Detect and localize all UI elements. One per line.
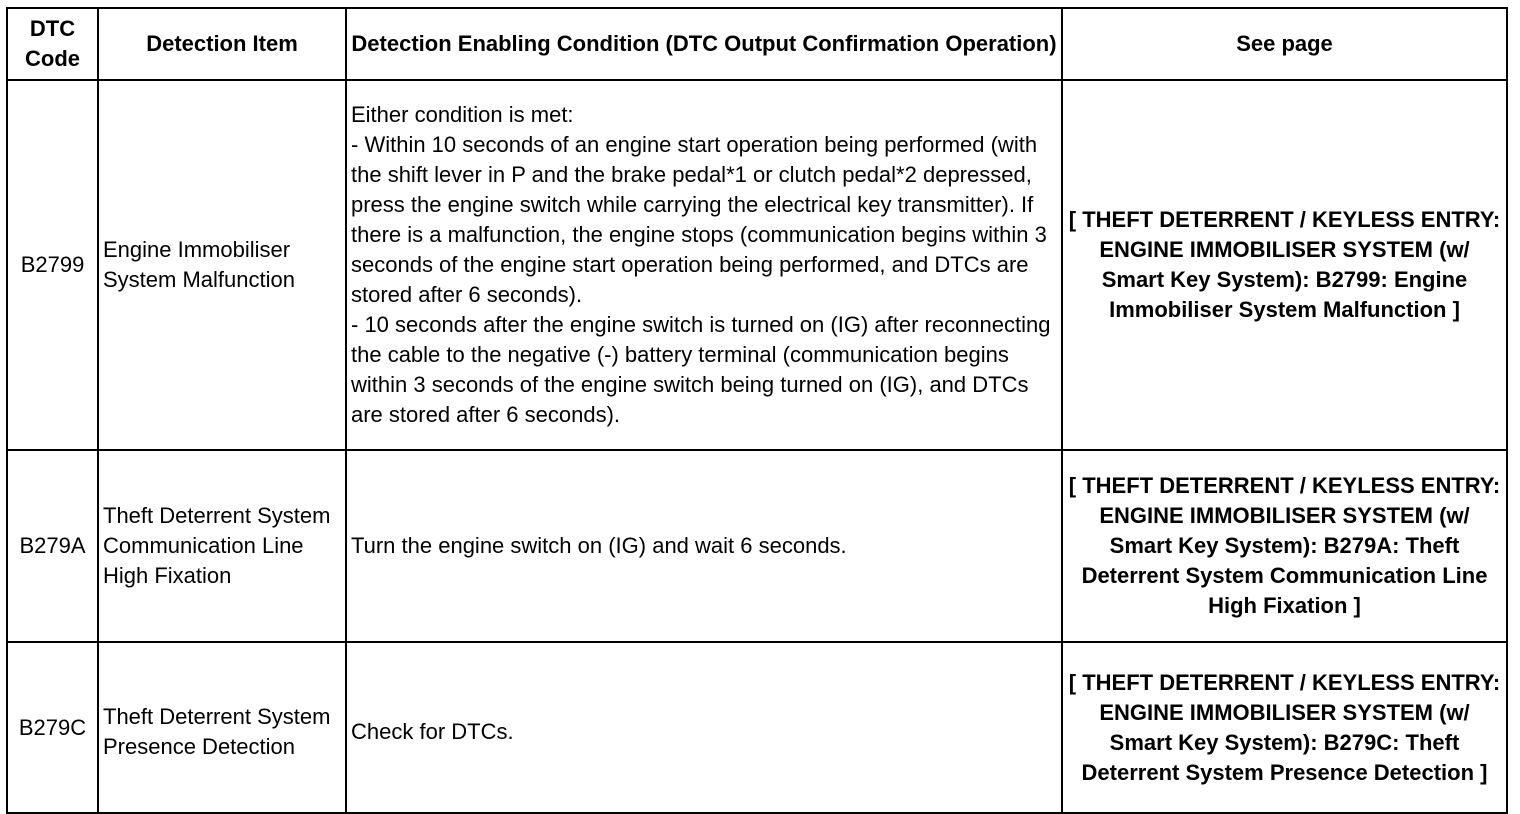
table-row: B279C Theft Deterrent System Presence De… [6,641,1508,814]
detection-item-cell: Theft Deterrent System Communication Lin… [97,449,347,643]
table-row: B2799 Engine Immobiliser System Malfunct… [6,79,1508,451]
dtc-code-cell: B279C [6,641,99,814]
see-page-link[interactable]: [ THEFT DETERRENT / KEYLESS ENTRY: ENGIN… [1061,641,1508,814]
detection-item-cell: Theft Deterrent System Presence Detectio… [97,641,347,814]
dtc-code-cell: B279A [6,449,99,643]
header-dtc-code: DTC Code [6,7,99,81]
dtc-table: DTC Code Detection Item Detection Enabli… [6,7,1508,814]
header-detection-condition: Detection Enabling Condition (DTC Output… [345,7,1063,81]
header-detection-item: Detection Item [97,7,347,81]
detection-condition-cell: Either condition is met: - Within 10 sec… [345,79,1063,451]
detection-item-cell: Engine Immobiliser System Malfunction [97,79,347,451]
header-see-page: See page [1061,7,1508,81]
table-header-row: DTC Code Detection Item Detection Enabli… [6,7,1508,81]
see-page-link[interactable]: [ THEFT DETERRENT / KEYLESS ENTRY: ENGIN… [1061,79,1508,451]
table-row: B279A Theft Deterrent System Communicati… [6,449,1508,643]
detection-condition-cell: Check for DTCs. [345,641,1063,814]
detection-condition-cell: Turn the engine switch on (IG) and wait … [345,449,1063,643]
see-page-link[interactable]: [ THEFT DETERRENT / KEYLESS ENTRY: ENGIN… [1061,449,1508,643]
dtc-code-cell: B2799 [6,79,99,451]
